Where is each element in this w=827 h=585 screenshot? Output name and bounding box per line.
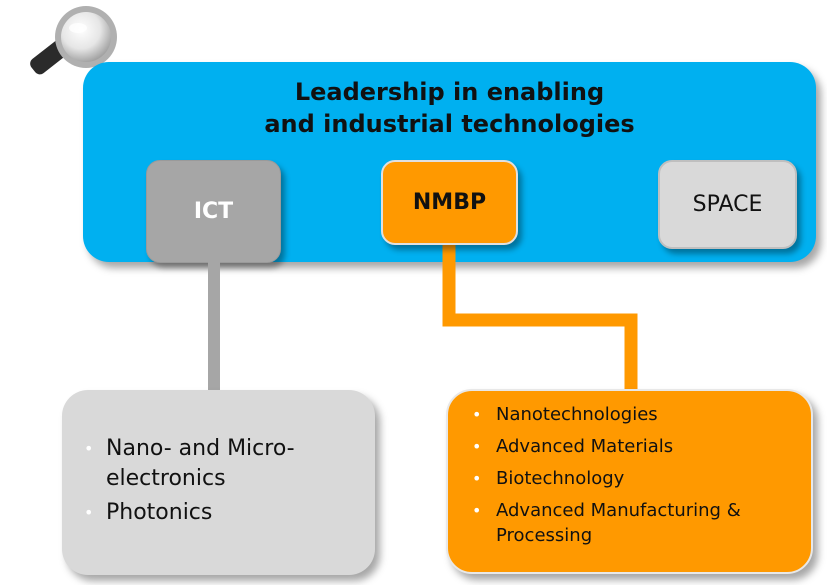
list-item: Nanotechnologies xyxy=(472,402,806,427)
panel-title-line-2: and industrial technologies xyxy=(264,110,635,138)
list-item: Nano- and Micro-electronics xyxy=(84,434,368,494)
space-label: SPACE xyxy=(692,192,763,217)
ict-connector xyxy=(208,262,220,390)
space-box[interactable]: SPACE xyxy=(658,160,797,249)
ict-label: ICT xyxy=(193,199,234,224)
panel-title-line-1: Leadership in enabling xyxy=(294,78,605,106)
ict-topic-list: Nano- and Micro-electronics Photonics xyxy=(84,434,368,532)
ict-box[interactable]: ICT xyxy=(146,160,281,263)
list-item: Biotechnology xyxy=(472,466,806,491)
list-item: Photonics xyxy=(84,498,368,528)
list-item: Advanced Materials xyxy=(472,434,806,459)
list-item: Advanced Manufacturing & Processing xyxy=(472,498,806,548)
magnifier-icon xyxy=(30,6,117,75)
panel-title: Leadership in enabling and industrial te… xyxy=(83,76,816,140)
nmbp-label: NMBP xyxy=(412,190,487,215)
nmbp-box[interactable]: NMBP xyxy=(381,160,518,245)
nmbp-topic-list: Nanotechnologies Advanced Materials Biot… xyxy=(472,402,806,555)
